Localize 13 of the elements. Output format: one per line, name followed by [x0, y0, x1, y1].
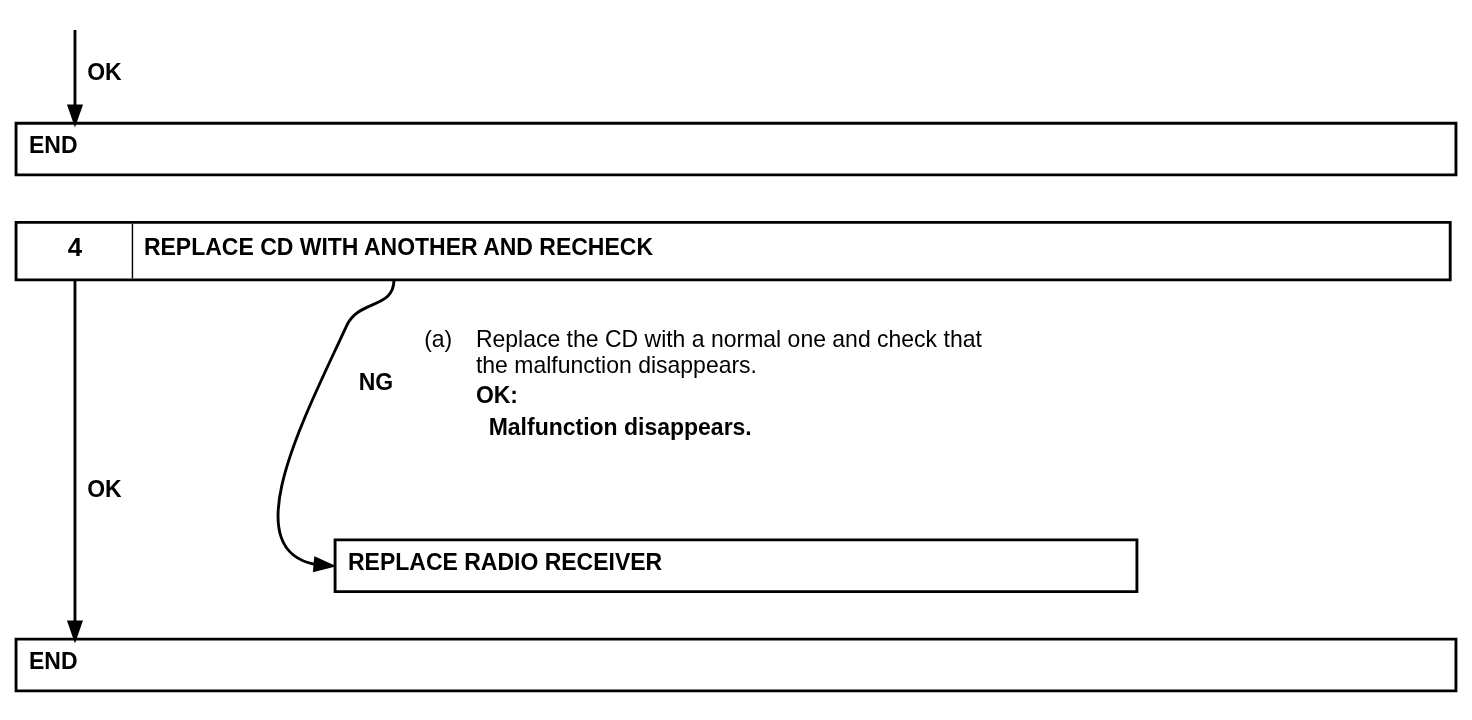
edge-label: OK — [87, 58, 122, 85]
node-label: (a) — [424, 325, 453, 352]
arrow — [276, 279, 396, 572]
node-label: Replace the CD with a normal one and check that the malfunction disappears. — [475, 325, 982, 378]
node-label: OK: — [475, 381, 519, 408]
node-box: REPLACE RADIO RECEIVER — [333, 538, 1139, 593]
node-box: END — [14, 637, 1458, 692]
node-box: END — [14, 121, 1458, 176]
edge-label: NG — [358, 368, 394, 395]
arrow — [66, 29, 84, 128]
edge-label: OK — [87, 475, 122, 502]
arrow — [66, 279, 84, 643]
node-label: Malfunction disappears. — [488, 413, 752, 440]
